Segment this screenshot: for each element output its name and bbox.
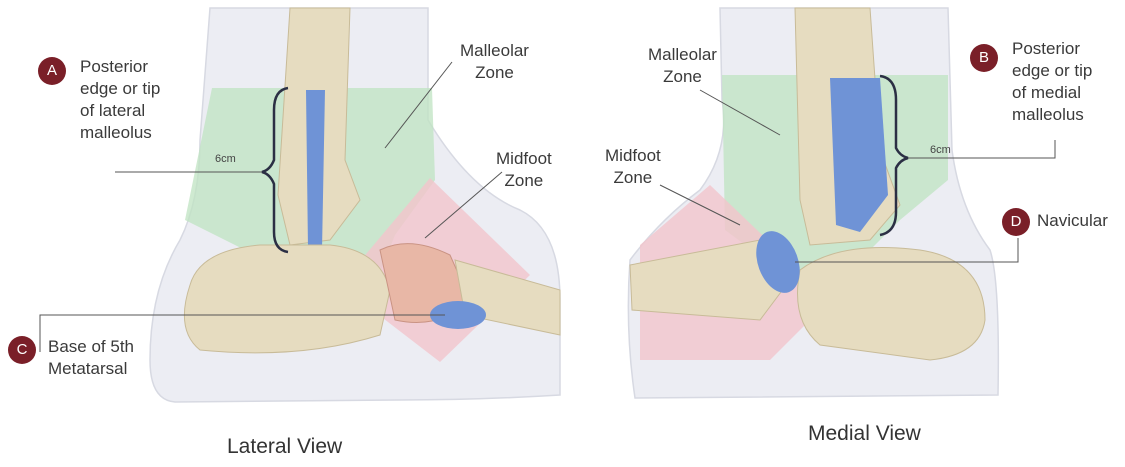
medial-malleolar-zone-label: Malleolar Zone: [648, 44, 717, 88]
lateral-6cm-label: 6cm: [215, 153, 236, 165]
marker-b-label: Posterior edge or tip of medial malleolu…: [1012, 38, 1092, 126]
marker-c-badge: C: [8, 336, 36, 364]
medial-calcaneus: [798, 248, 986, 361]
marker-b-badge: B: [970, 44, 998, 72]
lateral-midfoot-zone-label: Midfoot Zone: [496, 148, 552, 192]
lateral-view-title: Lateral View: [227, 435, 342, 459]
lateral-fibula-highlight: [306, 90, 325, 250]
lateral-malleolar-zone-label: Malleolar Zone: [460, 40, 529, 84]
lateral-calcaneus: [184, 245, 390, 353]
marker-c-label: Base of 5th Metatarsal: [48, 336, 134, 380]
marker-d-badge: D: [1002, 208, 1030, 236]
marker-a-label: Posterior edge or tip of lateral malleol…: [80, 56, 160, 144]
medial-6cm-label: 6cm: [930, 144, 951, 156]
marker-a-badge: A: [38, 57, 66, 85]
marker-d-label: Navicular: [1037, 210, 1108, 232]
medial-midfoot-zone-label: Midfoot Zone: [605, 145, 661, 189]
medial-view-title: Medial View: [808, 422, 921, 446]
